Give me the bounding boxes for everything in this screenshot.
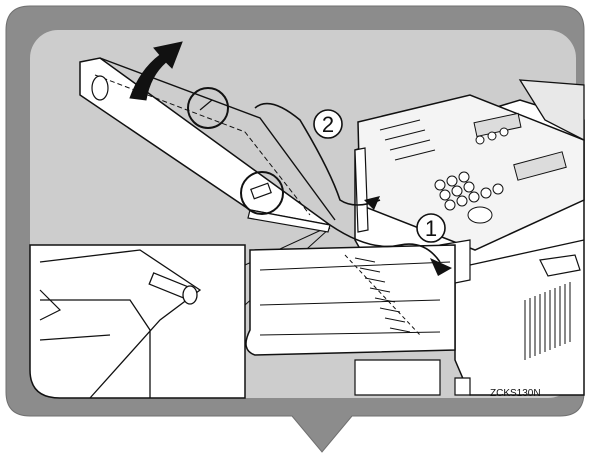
tray-rib-pattern (354, 257, 411, 333)
keypad (434, 127, 509, 224)
step-1-badge: 1 (416, 213, 446, 243)
vent-grille (524, 282, 571, 360)
pointer-arrow-icon (254, 102, 441, 263)
highlight-circle-icon (240, 171, 284, 215)
figure-code: ZCKS130N (490, 388, 541, 399)
inset-closeup-panel (29, 225, 331, 399)
output-tray (245, 244, 456, 356)
step-2-label: 2 (322, 112, 334, 137)
insertion-arrow-icon (430, 258, 452, 276)
rotate-arrow-icon (129, 41, 183, 101)
tray-pin (148, 272, 198, 305)
step-2-badge: 2 (313, 109, 343, 139)
insertion-arrow-icon (364, 196, 380, 210)
highlight-circle-icon (187, 87, 229, 129)
step-1-label: 1 (425, 216, 437, 241)
fax-machine (354, 79, 585, 396)
